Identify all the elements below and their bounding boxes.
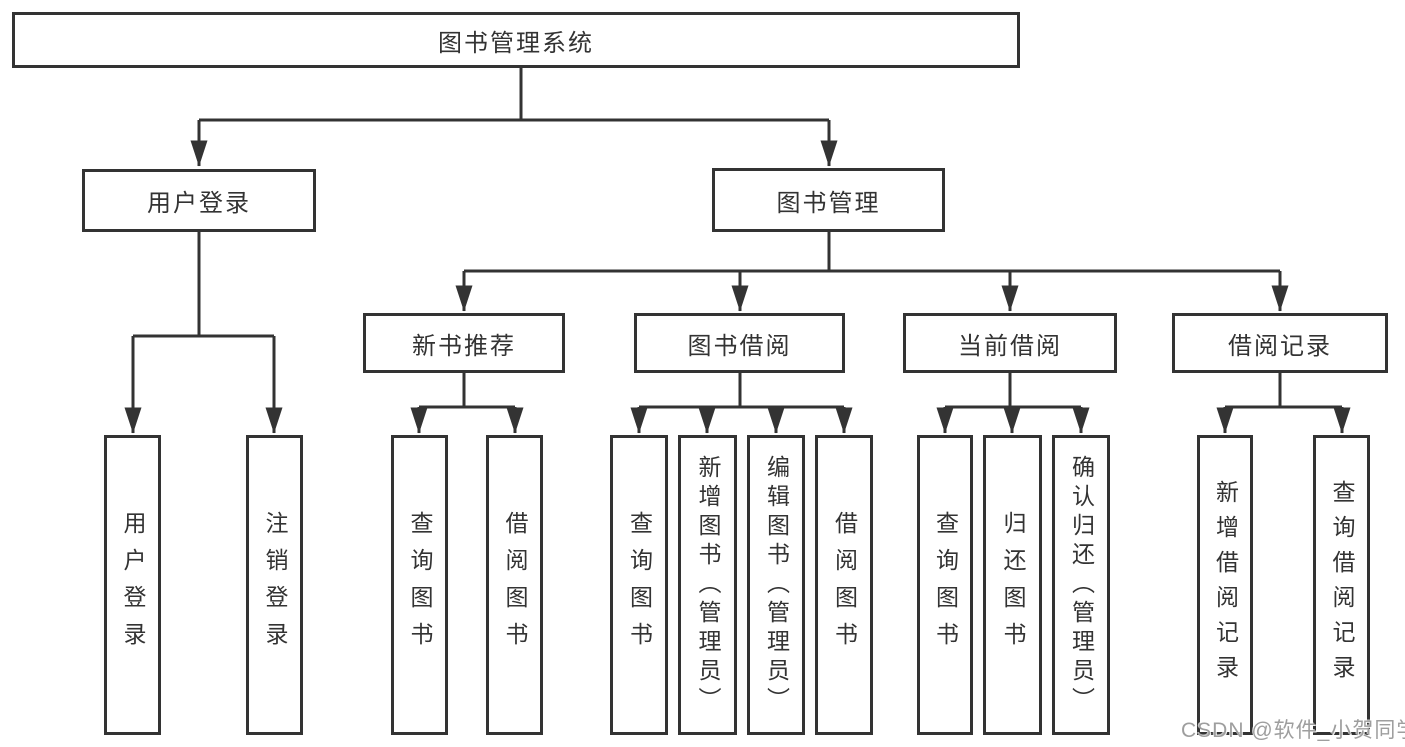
node-label: 新书推荐 (412, 332, 516, 360)
node-label: 当前借阅 (958, 332, 1062, 360)
node-book-borrow: 图书借阅 (634, 313, 845, 373)
leaf-label: 确认归还（管理员） (1068, 454, 1095, 716)
node-label: 图书借阅 (687, 332, 792, 360)
leaf-label: 新增图书（管理员） (695, 454, 721, 716)
leaf-label: 编辑图书（管理员） (763, 454, 790, 716)
csdn-watermark: CSDN @软件_小贺同学 (1181, 719, 1405, 742)
leaf-query-borrow-record: 查询借阅记录 (1313, 435, 1370, 735)
leaf-add-books-admin: 新增图书（管理员） (678, 435, 737, 735)
leaf-edit-books-admin: 编辑图书（管理员） (747, 435, 805, 735)
node-book-management: 图书管理 (712, 168, 945, 232)
node-label: 用户登录 (147, 190, 251, 217)
node-new-book-recommend: 新书推荐 (363, 313, 565, 373)
leaf-label: 查询图书 (932, 511, 959, 659)
leaf-label: 用户登录 (120, 511, 146, 659)
leaf-label: 归还图书 (1000, 511, 1026, 659)
leaf-borrow-books: 借阅图书 (486, 435, 543, 735)
leaf-return-books: 归还图书 (983, 435, 1042, 735)
leaf-label: 新增借阅记录 (1212, 480, 1239, 690)
leaf-label: 查询图书 (407, 511, 433, 659)
leaf-user-login: 用户登录 (104, 435, 161, 735)
leaf-label: 注销登录 (262, 511, 288, 659)
wire-book-mgmt (464, 232, 1280, 273)
leaf-confirm-return-admin: 确认归还（管理员） (1052, 435, 1110, 735)
node-borrow-records: 借阅记录 (1172, 313, 1388, 373)
leaf-label: 借阅图书 (831, 511, 858, 659)
node-label: 图书管理 (776, 189, 881, 217)
node-root: 图书管理系统 (12, 12, 1020, 68)
leaf-borrow-books: 借阅图书 (815, 435, 873, 735)
wire-book-borrow (639, 373, 844, 409)
wire-new-book (419, 373, 515, 409)
wire-login (133, 232, 274, 338)
leaf-query-books: 查询图书 (391, 435, 448, 735)
leaf-label: 查询图书 (626, 511, 653, 659)
leaf-add-borrow-record: 新增借阅记录 (1197, 435, 1253, 735)
leaf-logout: 注销登录 (246, 435, 303, 735)
leaf-query-books: 查询图书 (917, 435, 973, 735)
leaf-label: 借阅图书 (502, 511, 528, 659)
wire-current-borrow (945, 373, 1081, 409)
node-current-borrow: 当前借阅 (903, 313, 1117, 373)
leaf-query-books: 查询图书 (610, 435, 668, 735)
leaf-label: 查询借阅记录 (1329, 480, 1355, 690)
node-user-login-module: 用户登录 (82, 169, 316, 232)
wire-root (199, 68, 829, 122)
node-root-label: 图书管理系统 (438, 29, 594, 57)
wire-borrow-records (1225, 373, 1342, 409)
node-label: 借阅记录 (1228, 332, 1332, 360)
